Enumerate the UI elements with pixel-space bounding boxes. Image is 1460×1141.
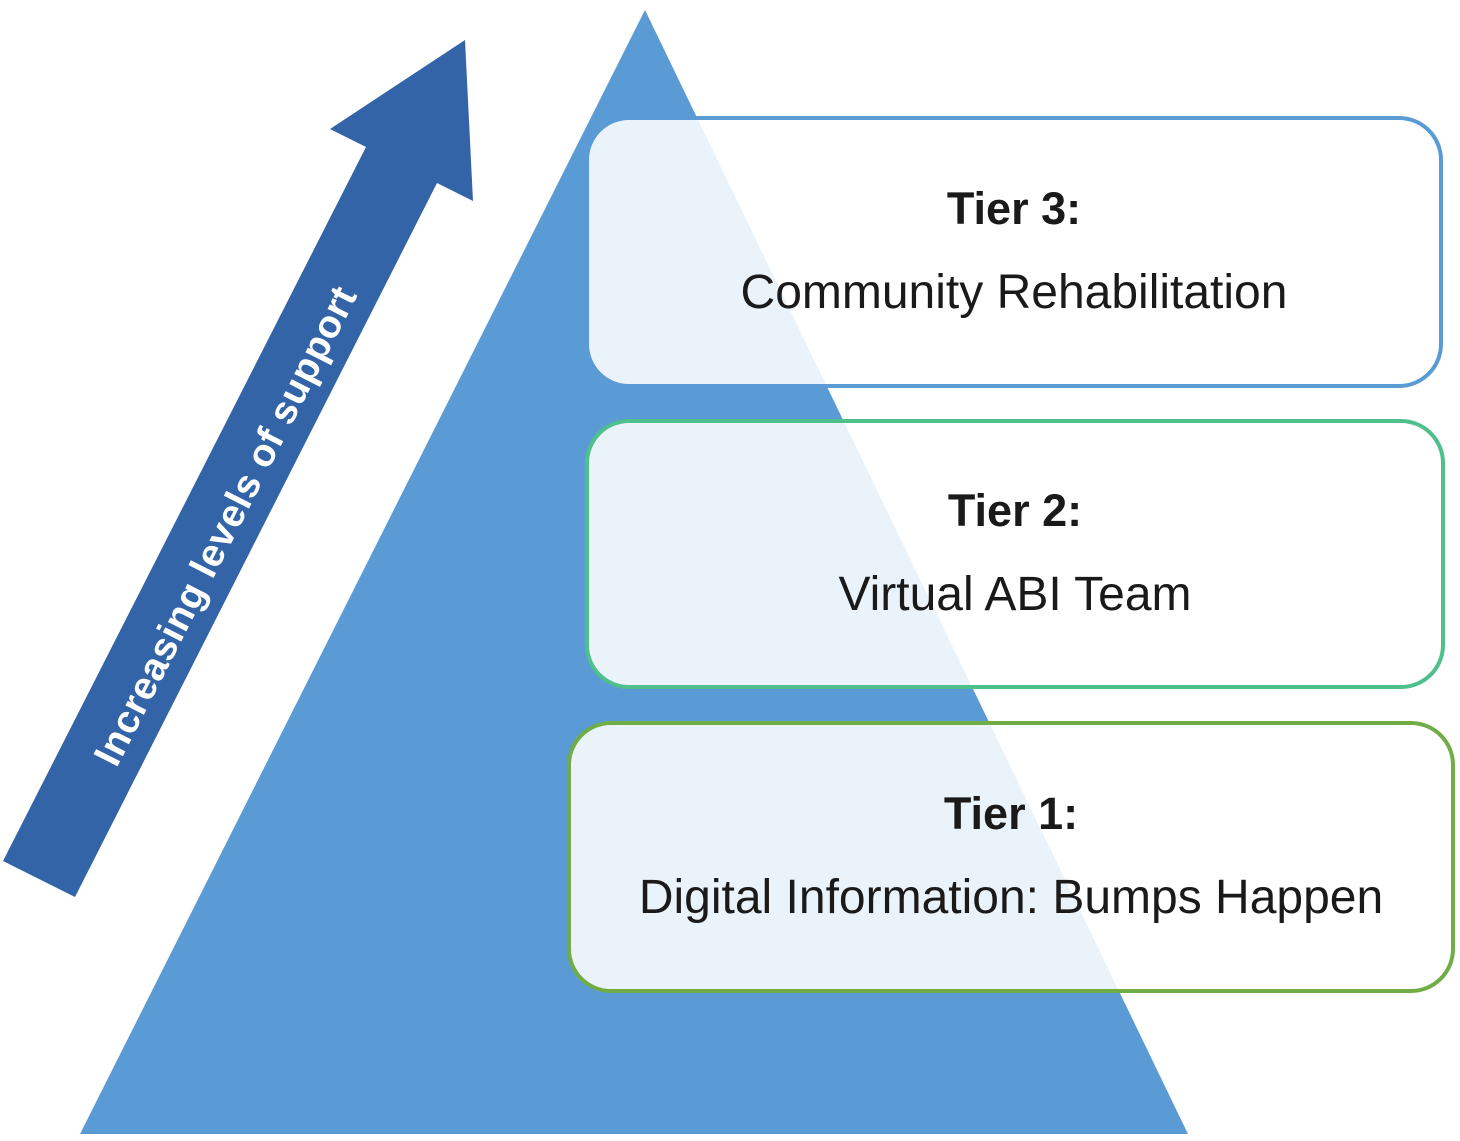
tier-3-title: Tier 3: <box>946 182 1082 234</box>
tier-1-box: Tier 1: Digital Information: Bumps Happe… <box>567 721 1455 993</box>
tier-2-subtitle: Virtual ABI Team <box>838 568 1192 622</box>
up-arrow-icon <box>3 40 473 897</box>
tier-3-box: Tier 3: Community Rehabilitation <box>585 116 1443 388</box>
tier-1-subtitle: Digital Information: Bumps Happen <box>638 871 1384 925</box>
tier-2-box: Tier 2: Virtual ABI Team <box>585 419 1445 689</box>
tier-1-title: Tier 1: <box>943 787 1079 839</box>
tier-2-title: Tier 2: <box>947 484 1083 536</box>
tier-3-subtitle: Community Rehabilitation <box>740 266 1288 320</box>
